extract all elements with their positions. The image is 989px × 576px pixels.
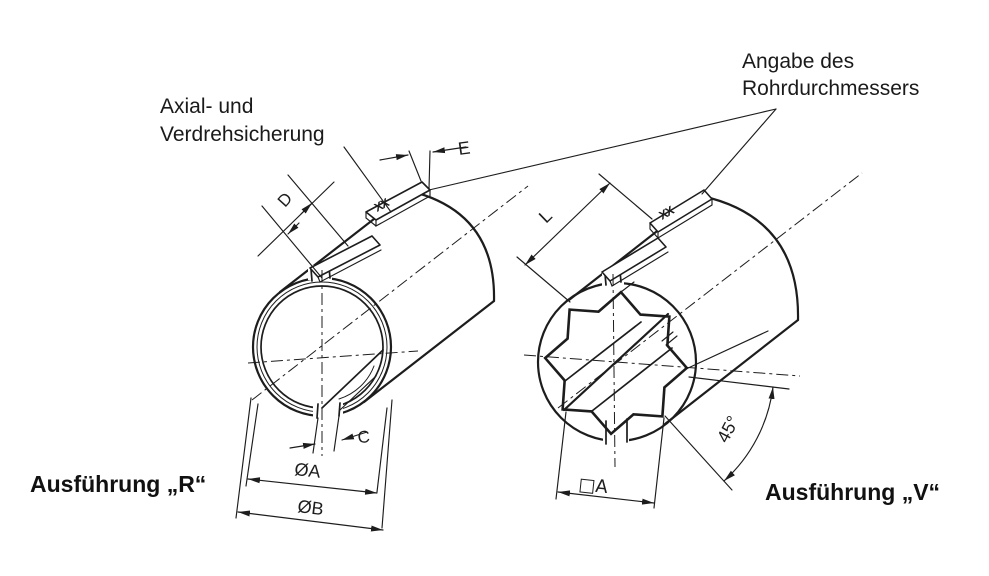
left-cylinder-version-r: XX D E C ØA [235, 137, 529, 532]
left-securing-strip [309, 235, 382, 283]
caption-version-r: Ausführung „R“ [30, 471, 206, 497]
dim-l: L [516, 173, 653, 303]
dim-inner-diameter: ØA [245, 403, 388, 495]
dim-label-angle: 45° [713, 412, 743, 445]
note-axial-line1: Axial- und [160, 95, 253, 118]
leader-axial-securing [343, 146, 392, 213]
dim-label-inner-diameter: ØA [294, 459, 322, 482]
right-securing-strip [601, 237, 669, 287]
dim-label-l: L [535, 206, 556, 227]
dim-label-c: C [357, 427, 371, 447]
caption-version-v: Ausführung „V“ [765, 479, 940, 505]
dim-label-square-a: □A [577, 474, 609, 498]
left-marking-plate: XX [365, 181, 431, 227]
right-marking-plate: XX [649, 189, 713, 240]
leader-diameter-marking-right [701, 108, 777, 195]
dim-e: E [379, 137, 472, 190]
dim-outer-diameter: ØB [235, 397, 393, 532]
dim-label-outer-diameter: ØB [297, 496, 325, 519]
dim-c: C [289, 415, 371, 454]
note-angabe-line2: Rohrdurchmessers [742, 77, 919, 100]
right-cylinder-version-v: XX L □A 45° [516, 172, 863, 509]
dim-label-d: D [274, 189, 296, 211]
note-axial-line2: Verdrehsicherung [160, 123, 325, 146]
annotations: Axial- und Verdrehsicherung Angabe des R… [30, 50, 940, 505]
leader-diameter-marking-left [428, 108, 777, 191]
dim-square-a: □A [555, 411, 665, 509]
star-bore-outline [543, 290, 689, 436]
note-angabe-line1: Angabe des [742, 50, 854, 73]
dim-label-e: E [457, 137, 472, 158]
